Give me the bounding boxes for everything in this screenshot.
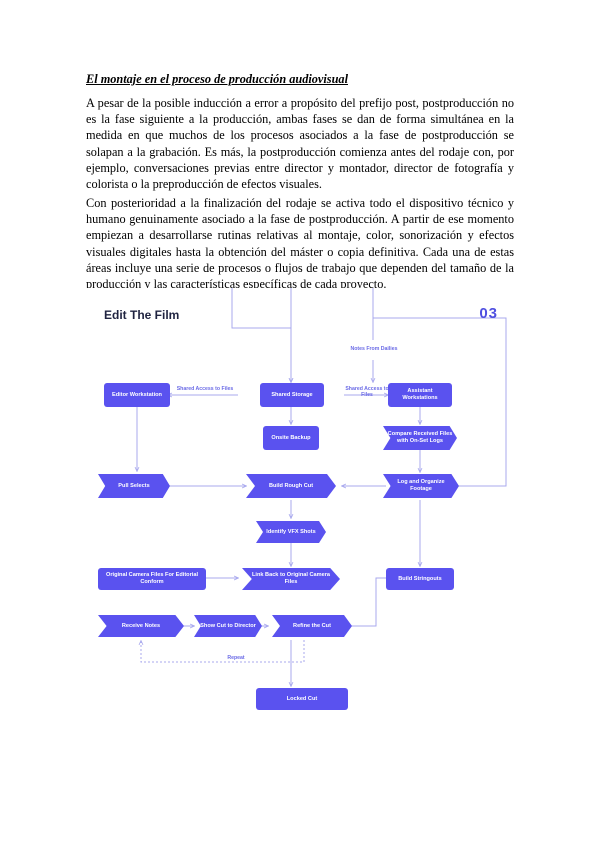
node-link-back: Link Back to Original Camera Files <box>242 568 340 590</box>
node-receive-notes: Receive Notes <box>98 615 184 637</box>
node-locked-cut: Locked Cut <box>256 688 348 710</box>
paragraph-1: A pesar de la posible inducción a error … <box>86 96 514 192</box>
node-compare-files: Compare Received Files with On-Set Logs <box>383 426 457 450</box>
label-shared-access-right: Shared Access to Files <box>345 386 389 399</box>
node-assistant-workstations: Assistant Workstations <box>388 383 452 407</box>
diagram-connectors <box>86 288 507 716</box>
node-shared-storage: Shared Storage <box>260 383 324 407</box>
node-build-stringouts: Build Stringouts <box>386 568 454 590</box>
node-show-cut: Show Cut to Director <box>194 615 262 637</box>
figure-number: 03 <box>479 305 498 322</box>
node-original-camera-files: Original Camera Files For Editorial Conf… <box>98 568 206 590</box>
workflow-diagram: Edit The Film 03 Notes From Dailies Shar… <box>86 288 514 716</box>
node-build-rough-cut: Build Rough Cut <box>246 474 336 498</box>
node-editor-workstation: Editor Workstation <box>104 383 170 407</box>
node-pull-selects: Pull Selects <box>98 474 170 498</box>
node-onsite-backup: Onsite Backup <box>263 426 319 450</box>
node-log-organize: Log and Organize Footage <box>383 474 459 498</box>
figure-title: Edit The Film <box>104 308 180 322</box>
node-refine-cut: Refine the Cut <box>272 615 352 637</box>
label-notes-from-dailies: Notes From Dailies <box>350 346 398 352</box>
section-heading: El montaje en el proceso de producción a… <box>86 72 348 86</box>
label-repeat: Repeat <box>216 655 256 662</box>
node-identify-vfx: Identify VFX Shots <box>256 521 326 543</box>
label-shared-access-left: Shared Access to Files <box>176 386 234 392</box>
paragraph-2: Con posterioridad a la finalización del … <box>86 196 514 292</box>
